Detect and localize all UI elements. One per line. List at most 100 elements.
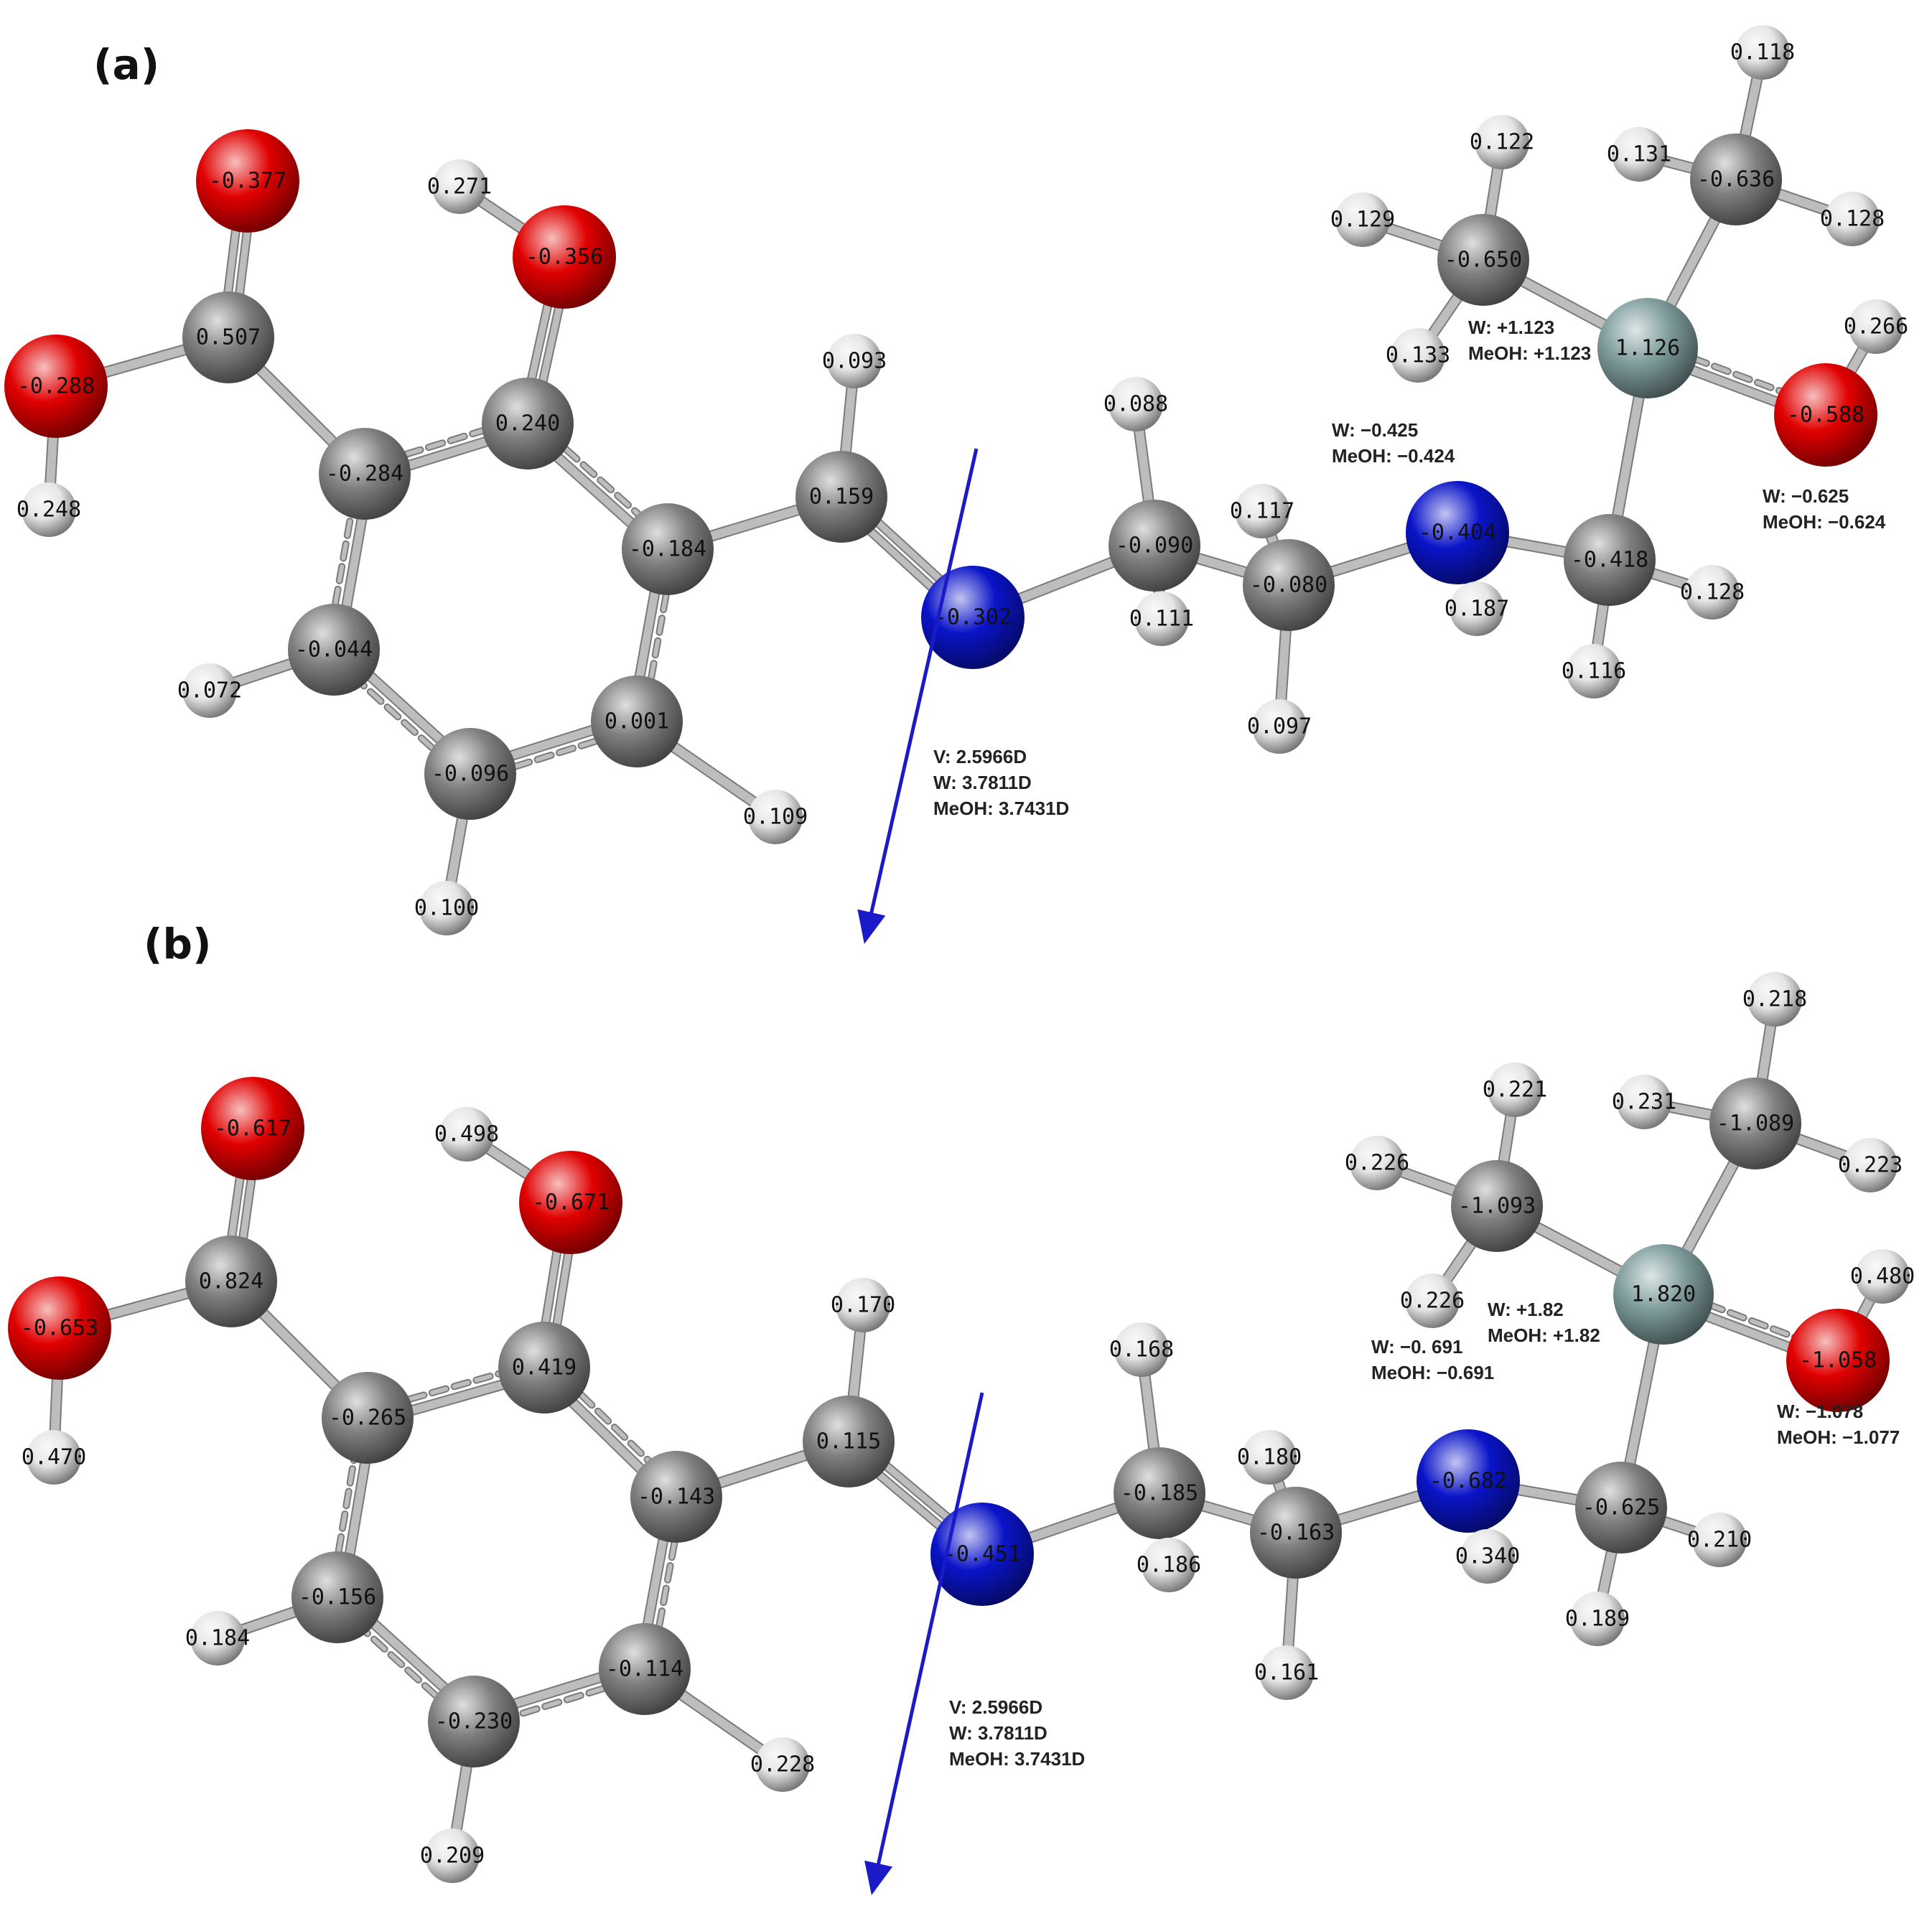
atom-c: 0.419 [498,1322,590,1414]
atom-c: -0.650 [1437,214,1529,306]
atom-h: 0.189 [1565,1592,1630,1646]
atom-charge-label: 0.340 [1455,1544,1520,1569]
atom-o: -1.058 [1786,1309,1890,1412]
atom-sphere [1488,1062,1542,1117]
atom-charge-label: 0.248 [17,497,81,523]
atom-h: 0.088 [1103,377,1168,431]
atom-c: -0.114 [599,1623,691,1715]
atom-c: 0.824 [185,1235,277,1327]
atom-c: -0.096 [424,728,516,820]
atom-sphere [1692,1513,1747,1567]
atom-c: -0.418 [1564,514,1656,606]
atom-sphere [182,663,237,718]
atom-sphere [1134,592,1189,646]
atom-o: -0.617 [201,1077,304,1180]
atom-n: -0.404 [1406,481,1509,584]
atom-sphere [8,1276,111,1380]
atom-h: 0.187 [1445,581,1509,636]
atom-h: 0.170 [831,1278,895,1332]
atom-sphere [1451,1160,1543,1252]
atom-sphere [1114,1322,1169,1377]
atom-sphere [1825,192,1880,246]
atom-charge-label: -0.588 [1787,403,1865,428]
atom-h: 0.180 [1237,1430,1302,1485]
atom-sphere [425,1828,480,1883]
atom-sphere [519,1151,622,1254]
atom-charge-label: -0.114 [606,1657,683,1682]
atom-sphere [1575,1462,1667,1554]
atom-c: -0.163 [1250,1487,1342,1579]
atom-charge-label: 0.170 [831,1293,895,1318]
atom-sphere [1243,539,1335,631]
annotation-line: MeOH: −0.691 [1371,1362,1494,1383]
atom-charge-label: 0.159 [809,485,874,510]
atom-c: 0.240 [482,378,574,470]
atom-charge-label: 1.820 [1631,1282,1696,1307]
atom-sphere [482,378,574,470]
atom-charge-label: 0.210 [1687,1528,1752,1553]
atom-sphere [1460,1529,1515,1584]
atom-charge-label: 0.221 [1483,1078,1547,1103]
atom-h: 0.122 [1470,115,1534,169]
atom-charge-label: -0.302 [934,605,1012,630]
atom-sphere [1685,565,1740,620]
atom-charge-label: 0.189 [1565,1607,1630,1632]
atom-c: -1.093 [1451,1160,1543,1252]
atom-charge-label: -0.185 [1121,1481,1198,1506]
atom-c: -0.185 [1114,1447,1205,1539]
annotation-line: W: +1.82 [1488,1299,1564,1320]
atom-sphere [1612,127,1666,182]
atom-charge-label: 0.180 [1237,1445,1302,1470]
atom-h: 0.100 [414,881,479,935]
atom-h: 0.184 [185,1611,250,1666]
atom-sphere [1406,481,1509,584]
atom-o: -0.671 [519,1151,622,1254]
atom-sphere [288,604,380,696]
atom-sphere [319,428,411,520]
atom-sphere [795,451,887,543]
atom-charge-label: -1.093 [1458,1194,1536,1219]
atom-charge-label: -0.143 [638,1485,715,1510]
atom-c: 0.115 [803,1396,895,1487]
atom-c: -0.284 [319,428,411,520]
atom-charge-label: -0.617 [214,1116,291,1141]
atom-charge-label: 0.218 [1742,987,1807,1012]
atom-charge-label: 0.116 [1562,659,1626,684]
atom-charge-label: -0.650 [1445,248,1522,273]
atom-sphere [1142,1538,1196,1592]
annotation-line: W: −0.425 [1332,419,1418,441]
dipole-arrow [864,1392,984,1895]
annotation-line: MeOH: 3.7431D [933,798,1069,819]
atom-c: -1.089 [1709,1078,1801,1169]
atom-charge-label: 0.223 [1838,1153,1903,1178]
atom-sphere [190,1611,245,1666]
atom-sphere [1855,1249,1910,1304]
annotation-line: MeOH: +1.82 [1488,1325,1600,1346]
atom-sphere [1114,1447,1205,1539]
atom-h: 0.226 [1345,1136,1409,1190]
atom-charge-label: 0.111 [1129,607,1194,632]
atom-c: -0.080 [1243,539,1335,631]
annotation-line: MeOH: −1.077 [1777,1426,1900,1448]
atom-h: 0.128 [1820,192,1885,246]
atom-o: -0.653 [8,1276,111,1380]
atom-h: 0.209 [420,1828,485,1883]
annotation-line: W: 3.7811D [949,1722,1047,1744]
atom-c: -0.625 [1575,1462,1667,1554]
atom-sphere [1570,1592,1625,1646]
atom-charge-label: -0.671 [532,1190,610,1215]
panel-b: -0.6170.824-0.6530.470-0.2650.419-0.6710… [8,920,1915,1895]
atom-charge-label: 0.240 [495,411,560,436]
atom-c: -0.090 [1109,500,1200,592]
atom-sphere [748,790,803,844]
atom-charge-label: -0.096 [431,762,509,787]
atom-sphere [1252,699,1307,754]
atom-sphere [1786,1309,1890,1412]
atom-sphere [1335,192,1390,247]
atom-sphere [1109,500,1200,592]
